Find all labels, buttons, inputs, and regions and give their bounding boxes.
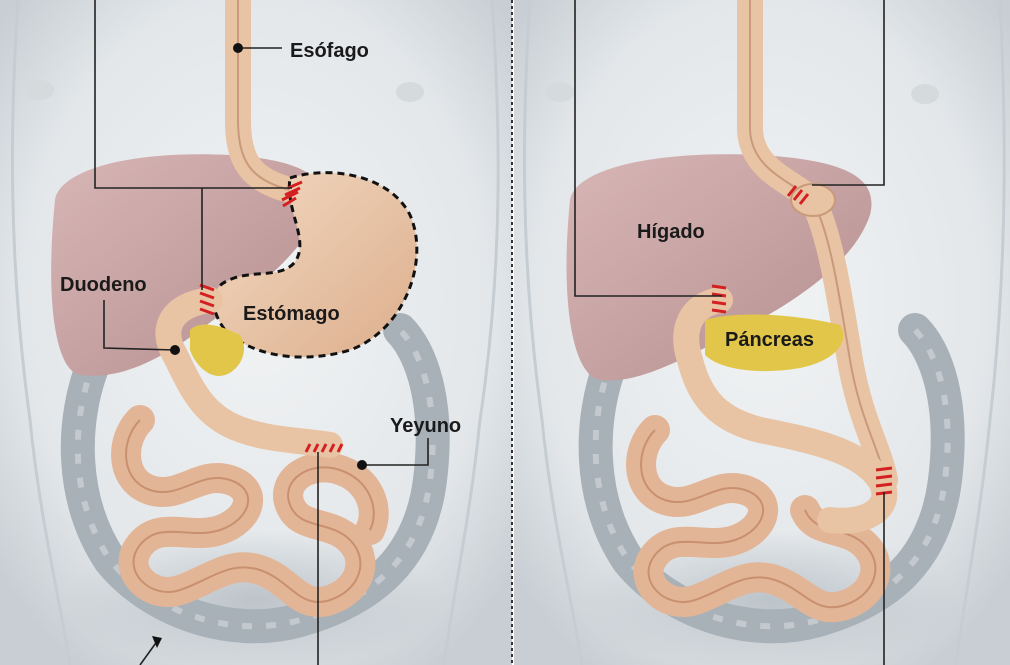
right-nipple-left — [546, 82, 574, 102]
left-duodenum-dot — [170, 345, 180, 355]
left-esophagus-dot — [233, 43, 243, 53]
right-panel: Hígado Páncreas — [514, 0, 1010, 665]
label-stomach: Estómago — [243, 303, 340, 325]
left-nipple-right — [396, 82, 424, 102]
right-nipple-right — [911, 84, 939, 104]
right-esophageal-anastomosis — [791, 184, 835, 216]
label-duodenum: Duodeno — [60, 274, 147, 296]
label-esophagus: Esófago — [290, 40, 369, 62]
label-liver: Hígado — [637, 221, 705, 243]
left-nipple-left — [26, 80, 54, 100]
label-pancreas: Páncreas — [725, 329, 814, 351]
left-jejunum-dot — [357, 460, 367, 470]
left-panel: Esófago Duodeno Estómago Yeyuno — [0, 0, 512, 665]
label-jejunum: Yeyuno — [390, 415, 461, 437]
